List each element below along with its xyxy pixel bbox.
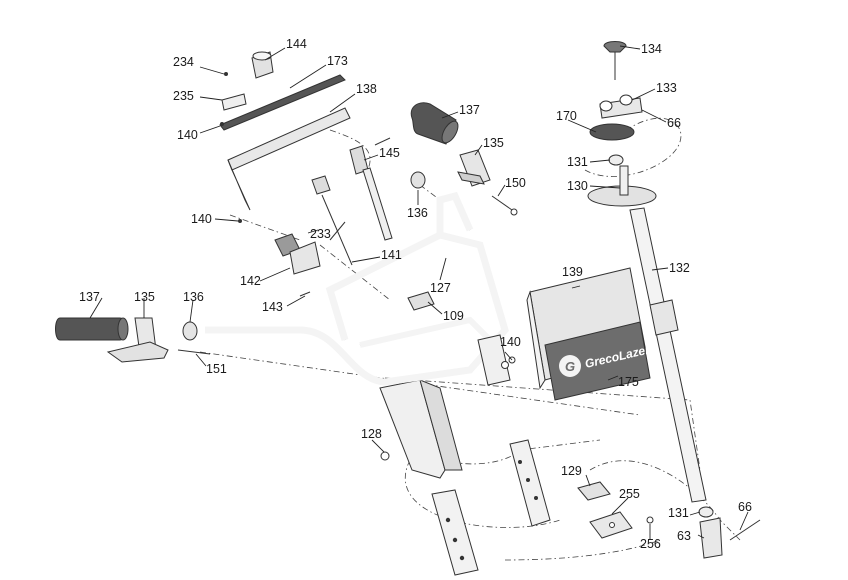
callout-144: 144 xyxy=(286,37,307,51)
callout-66: 66 xyxy=(738,500,752,514)
callout-140: 140 xyxy=(500,335,521,349)
callout-255: 255 xyxy=(619,487,640,501)
callout-135: 135 xyxy=(483,136,504,150)
callout-234: 234 xyxy=(173,55,194,69)
rod-assembly xyxy=(587,41,761,559)
callout-129: 129 xyxy=(561,464,582,478)
callout-63: 63 xyxy=(677,529,691,543)
right-grip-assembly xyxy=(410,102,518,216)
callout-109: 109 xyxy=(443,309,464,323)
callout-labels: 144 173 234 235 138 140 137 135 145 150 … xyxy=(79,37,752,551)
handlebar-frame xyxy=(205,191,511,386)
callout-128: 128 xyxy=(361,427,382,441)
lower-frame-bracket xyxy=(379,379,654,576)
callout-132: 132 xyxy=(669,261,690,275)
callout-141: 141 xyxy=(381,248,402,262)
left-grip-assembly xyxy=(55,317,211,363)
callout-145: 145 xyxy=(379,146,400,160)
callout-140: 140 xyxy=(191,212,212,226)
callout-139: 139 xyxy=(562,265,583,279)
callout-131: 131 xyxy=(567,155,588,169)
callout-256: 256 xyxy=(640,537,661,551)
callout-66: 66 xyxy=(667,116,681,130)
leader-lines xyxy=(89,45,749,540)
callout-134: 134 xyxy=(641,42,662,56)
callout-135: 135 xyxy=(134,290,155,304)
callout-151: 151 xyxy=(206,362,227,376)
callout-142: 142 xyxy=(240,274,261,288)
callout-127: 127 xyxy=(430,281,451,295)
callout-137: 137 xyxy=(79,290,100,304)
callout-130: 130 xyxy=(567,179,588,193)
callout-136: 136 xyxy=(183,290,204,304)
callout-235: 235 xyxy=(173,89,194,103)
callout-138: 138 xyxy=(356,82,377,96)
callout-140: 140 xyxy=(177,128,198,142)
callout-150: 150 xyxy=(505,176,526,190)
callout-173: 173 xyxy=(327,54,348,68)
control-panel: G GrecoLazer xyxy=(526,267,652,401)
callout-175: 175 xyxy=(618,375,639,389)
callout-136: 136 xyxy=(407,206,428,220)
callout-143: 143 xyxy=(262,300,283,314)
callout-170: 170 xyxy=(556,109,577,123)
callout-137: 137 xyxy=(459,103,480,117)
callout-233: 233 xyxy=(310,227,331,241)
svg-text:G: G xyxy=(565,359,575,374)
callout-133: 133 xyxy=(656,81,677,95)
callout-131: 131 xyxy=(668,506,689,520)
upper-console xyxy=(219,51,393,297)
